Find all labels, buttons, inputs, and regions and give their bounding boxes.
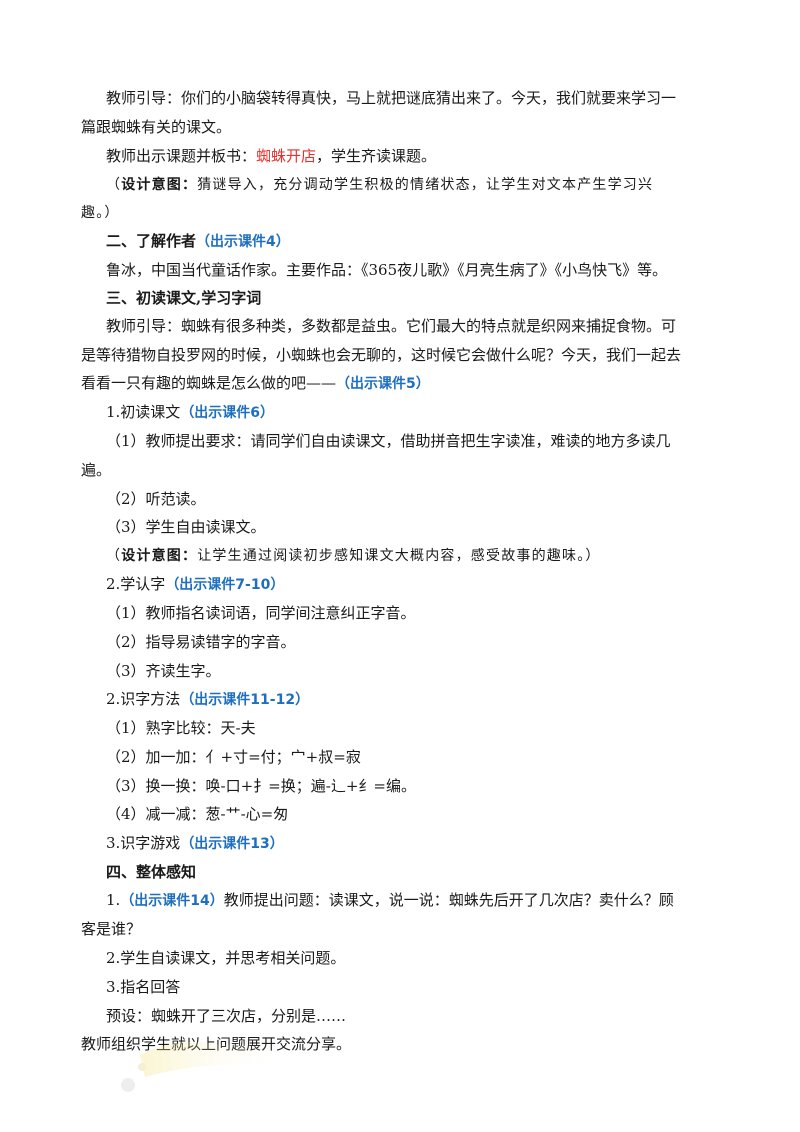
paragraph-line: （2）加一加：亻+寸=付；宀+叔=寂 bbox=[0, 745, 800, 769]
text-run: （2）指导易读错字的字音。 bbox=[106, 633, 296, 651]
paragraph-line: 遍。 bbox=[0, 458, 800, 482]
paragraph-line: 客是谁？ bbox=[0, 917, 800, 941]
text-run: （2）听范读。 bbox=[106, 490, 206, 508]
courseware-label: （出示课件4） bbox=[196, 234, 290, 250]
text-run: 篇跟蜘蛛有关的课文。 bbox=[81, 118, 232, 136]
design-intent-label: 设计意图： bbox=[121, 548, 198, 564]
text-run: 3.识字游戏 bbox=[106, 834, 181, 852]
section-heading: 四、整体感知 bbox=[0, 860, 800, 884]
paragraph-line: 1.（出示课件14）教师提出问题：读课文，说一说：蜘蛛先后开了几次店？卖什么？顾 bbox=[0, 888, 800, 913]
courseware-label: （出示课件5） bbox=[336, 376, 430, 392]
paragraph-line: （3）学生自由读课文。 bbox=[0, 515, 800, 539]
paragraph-line: （1）教师提出要求：请同学们自由读课文，借助拼音把生字读准，难读的地方多读几 bbox=[0, 429, 800, 453]
text-run: 教师出示课题并板书： bbox=[106, 147, 257, 165]
courseware-label: （出示课件14） bbox=[120, 893, 224, 909]
paragraph-line: 1.初读课文（出示课件6） bbox=[0, 400, 800, 425]
text-run: 鲁冰，中国当代童话作家。主要作品：《365夜儿歌》《月亮生病了》《小鸟快飞》等。 bbox=[106, 261, 668, 279]
paragraph-line: 2.学认字（出示课件7-10） bbox=[0, 572, 800, 597]
paragraph-line: （3）换一换：唤-口+扌=换；遍-辶+纟=编。 bbox=[0, 774, 800, 798]
paragraph-line: （1）教师指名读词语，同学间注意纠正字音。 bbox=[0, 601, 800, 625]
text-run: （1）熟字比较：天-夫 bbox=[106, 719, 256, 737]
paragraph-line: 3.指名回答 bbox=[0, 975, 800, 999]
text-run: （1）教师指名读词语，同学间注意纠正字音。 bbox=[106, 604, 416, 622]
paragraph-line: 篇跟蜘蛛有关的课文。 bbox=[0, 115, 800, 139]
text-run: 2.学认字 bbox=[106, 575, 166, 593]
design-intent-note: （设计意图：猜谜导入，充分调动学生积极的情绪状态，让学生对文本产生学习兴 bbox=[0, 173, 800, 197]
paragraph-line: 2.学生自读课文，并思考相关问题。 bbox=[0, 946, 800, 970]
text-run: 猜谜导入，充分调动学生积极的情绪状态，让学生对文本产生学习兴 bbox=[197, 177, 654, 193]
text-run: 教师引导：蜘蛛有很多种类，多数都是益虫。它们最大的特点就是织网来捕捉食物。可 bbox=[106, 317, 677, 335]
text-run: 3.指名回答 bbox=[106, 978, 181, 996]
text-run: 趣。） bbox=[81, 205, 120, 221]
section-heading: 三、初读课文,学习字词 bbox=[0, 286, 800, 310]
text-run: 1.初读课文 bbox=[106, 403, 181, 421]
text-run: 预设：蜘蛛开了三次店，分别是…… bbox=[106, 1007, 347, 1025]
lesson-title: 蜘蛛开店 bbox=[256, 147, 317, 165]
text-run: （ bbox=[106, 177, 122, 193]
paragraph-line: 教师引导：蜘蛛有很多种类，多数都是益虫。它们最大的特点就是织网来捕捉食物。可 bbox=[0, 314, 800, 338]
text-run: 教师提出问题：读课文，说一说：蜘蛛先后开了几次店？卖什么？顾 bbox=[223, 891, 674, 909]
text-run: （3）换一换：唤-口+扌=换；遍-辶+纟=编。 bbox=[106, 777, 416, 795]
paragraph-line: （3）齐读生字。 bbox=[0, 659, 800, 683]
paragraph-line: 教师出示课题并板书：蜘蛛开店，学生齐读课题。 bbox=[0, 144, 800, 168]
section-heading: 二、了解作者（出示课件4） bbox=[0, 229, 800, 254]
paragraph-line: 看看一只有趣的蜘蛛是怎么做的吧——（出示课件5） bbox=[0, 371, 800, 396]
paragraph-line: 是等待猎物自投罗网的时候，小蜘蛛也会无聊的，这时候它会做什么呢？今天，我们一起去 bbox=[0, 343, 800, 367]
watermark-logo-icon bbox=[121, 1041, 290, 1092]
paragraph-line: （4）减一减：葱-艹-心=匆 bbox=[0, 802, 800, 826]
text-run: （3）学生自由读课文。 bbox=[106, 518, 266, 536]
courseware-label: （出示课件6） bbox=[180, 405, 275, 421]
text-run: （2）加一加：亻+寸=付；宀+叔=寂 bbox=[106, 748, 361, 766]
paragraph-line: 趣。） bbox=[0, 201, 800, 225]
text-run: 让学生通过阅读初步感知课文大概内容，感受故事的趣味。） bbox=[197, 548, 601, 564]
paragraph-line: 预设：蜘蛛开了三次店，分别是…… bbox=[0, 1004, 800, 1028]
text-run: 看看一只有趣的蜘蛛是怎么做的吧—— bbox=[81, 374, 337, 392]
text-run: 教师引导：你们的小脑袋转得真快，马上就把谜底猜出来了。今天，我们就要来学习一 bbox=[106, 89, 677, 107]
courseware-label: （出示课件7-10） bbox=[165, 577, 285, 593]
paragraph-line: （1）熟字比较：天-夫 bbox=[0, 716, 800, 740]
text-run: （3）齐读生字。 bbox=[106, 662, 221, 680]
text-run: 客是谁？ bbox=[81, 920, 142, 938]
text-run: （4）减一减：葱-艹-心=匆 bbox=[106, 805, 289, 823]
heading-text: 四、整体感知 bbox=[106, 863, 197, 881]
text-run: 是等待猎物自投罗网的时候，小蜘蛛也会无聊的，这时候它会做什么呢？今天，我们一起去 bbox=[81, 346, 682, 364]
paragraph-line: 鲁冰，中国当代童话作家。主要作品：《365夜儿歌》《月亮生病了》《小鸟快飞》等。 bbox=[0, 258, 800, 282]
heading-text: 二、了解作者 bbox=[106, 232, 197, 250]
text-run: 2.识字方法 bbox=[106, 690, 181, 708]
text-run: （1）教师提出要求：请同学们自由读课文，借助拼音把生字读准，难读的地方多读几 bbox=[106, 432, 671, 450]
courseware-label: （出示课件11-12） bbox=[180, 692, 310, 708]
paragraph-line: （2）指导易读错字的字音。 bbox=[0, 630, 800, 654]
heading-text: 三、初读课文,学习字词 bbox=[106, 289, 262, 307]
paragraph-line: 教师引导：你们的小脑袋转得真快，马上就把谜底猜出来了。今天，我们就要来学习一 bbox=[0, 86, 800, 110]
paragraph-line: （2）听范读。 bbox=[0, 487, 800, 511]
text-run: 1. bbox=[106, 891, 121, 909]
paragraph-line: 3.识字游戏（出示课件13） bbox=[0, 831, 800, 856]
text-run: 2.学生自读课文，并思考相关问题。 bbox=[106, 949, 346, 967]
paragraph-line: 2.识字方法（出示课件11-12） bbox=[0, 687, 800, 712]
courseware-label: （出示课件13） bbox=[180, 836, 284, 852]
text-run: （ bbox=[106, 548, 122, 564]
text-run: 遍。 bbox=[81, 461, 112, 479]
design-intent-label: 设计意图： bbox=[121, 177, 198, 193]
text-run: ，学生齐读课题。 bbox=[316, 147, 437, 165]
design-intent-note: （设计意图：让学生通过阅读初步感知课文大概内容，感受故事的趣味。） bbox=[0, 544, 800, 568]
